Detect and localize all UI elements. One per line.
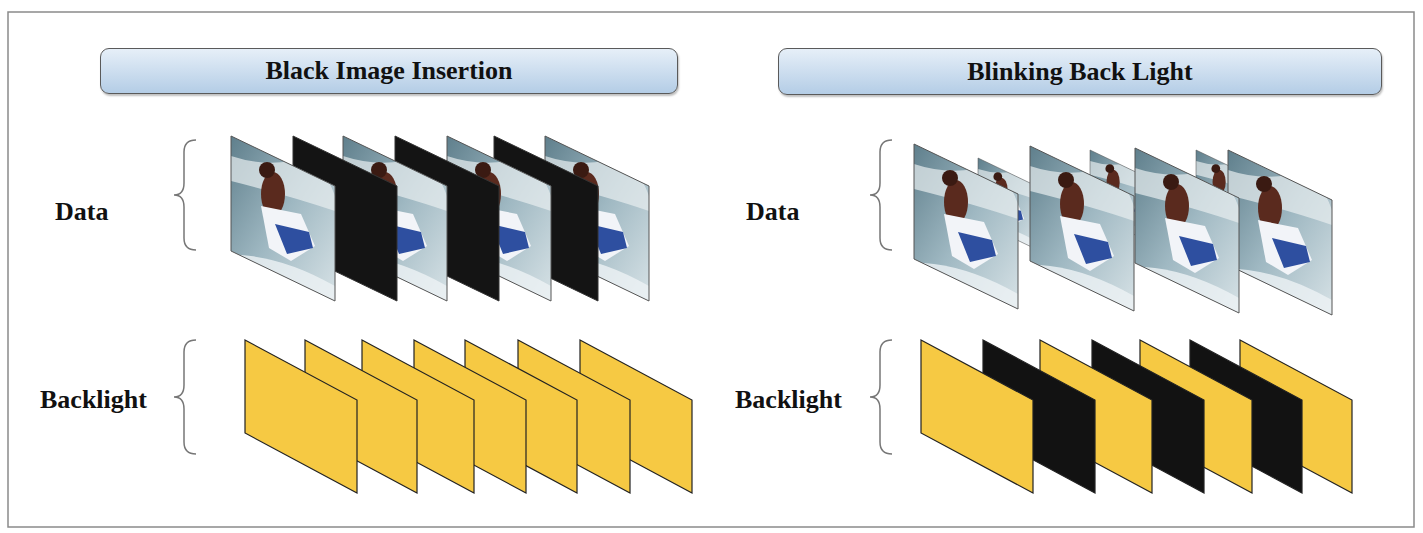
row-label: Data — [55, 197, 108, 227]
heading-text: Blinking Back Light — [953, 57, 1206, 87]
row-label: Backlight — [735, 385, 842, 415]
row-label: Data — [746, 197, 799, 227]
title-box: Blinking Back Light — [778, 48, 1382, 95]
heading-text: Black Image Insertion — [252, 56, 527, 86]
row-label: Backlight — [40, 385, 147, 415]
title-box: Black Image Insertion — [100, 48, 678, 94]
